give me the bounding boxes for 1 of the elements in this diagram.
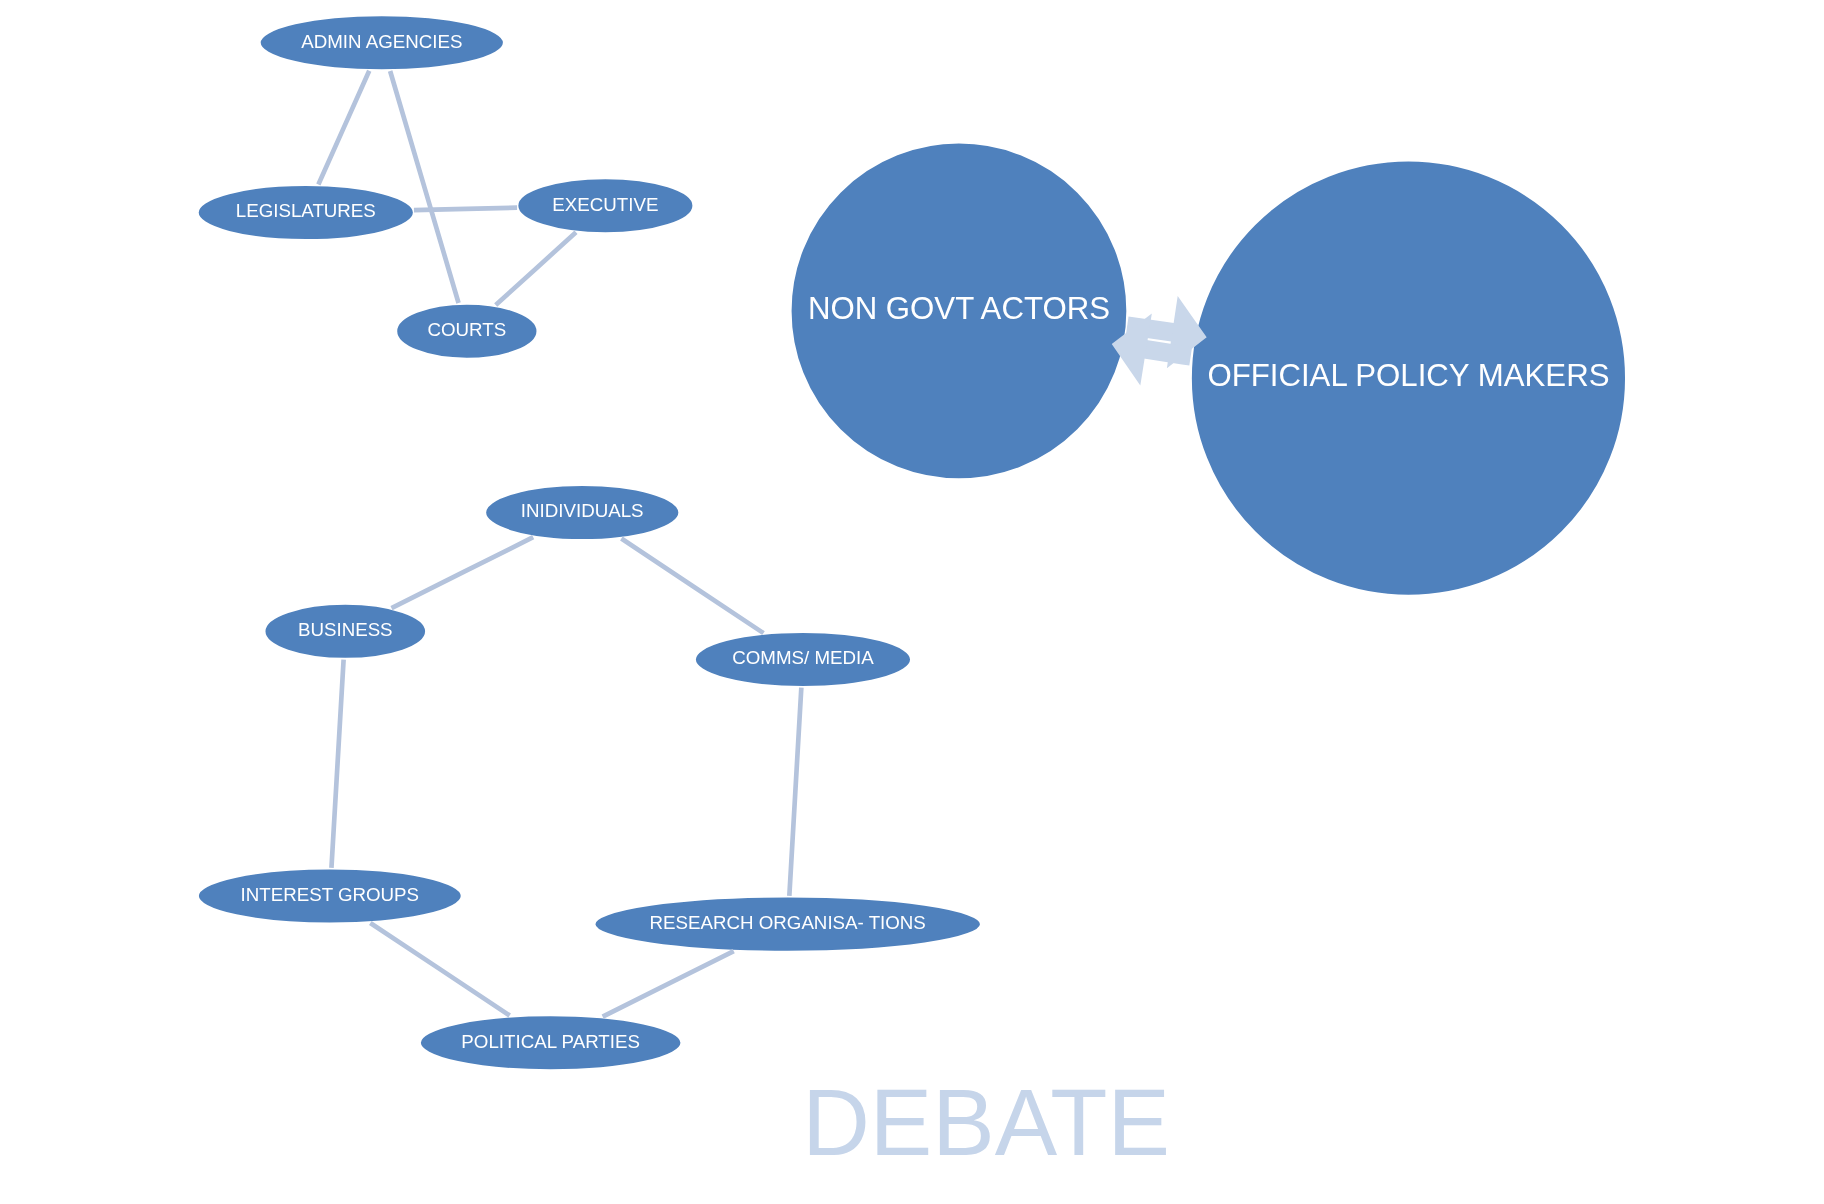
label: DEBATE: [802, 1070, 1170, 1176]
